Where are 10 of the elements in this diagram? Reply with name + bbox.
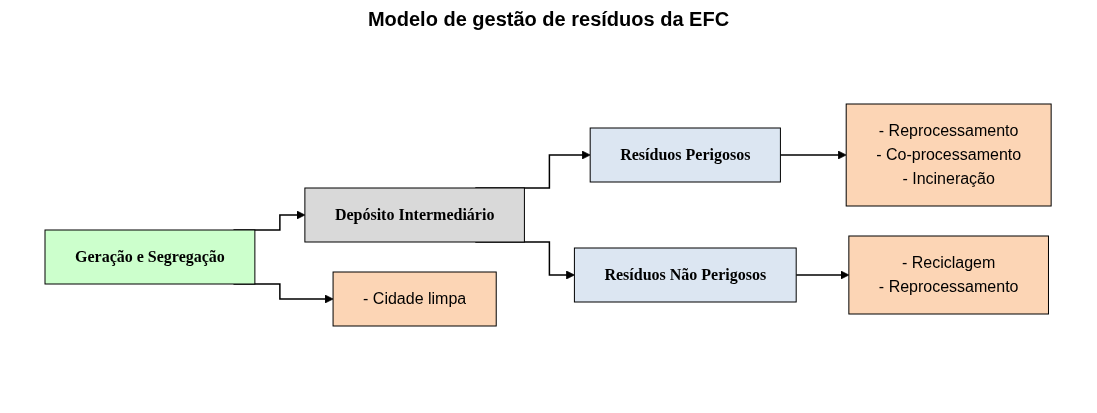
node-box: - Reprocessamento - Co-processamento - Incineração — [846, 103, 1053, 207]
node-box: Resíduos Perigosos — [590, 127, 782, 183]
node-box: - Cidade limpa — [333, 271, 498, 327]
node-box: Depósito Intermediário — [304, 187, 526, 243]
node-box: - Reciclagem - Reprocessamento — [848, 235, 1050, 315]
arrow — [780, 150, 847, 160]
arrow — [795, 270, 850, 280]
diagram-title: Modelo de gestão de resíduos da EFC — [366, 8, 731, 31]
node-box: Resíduos Não Perigosos — [574, 247, 798, 303]
node-box: Geração e Segregação — [44, 229, 256, 285]
